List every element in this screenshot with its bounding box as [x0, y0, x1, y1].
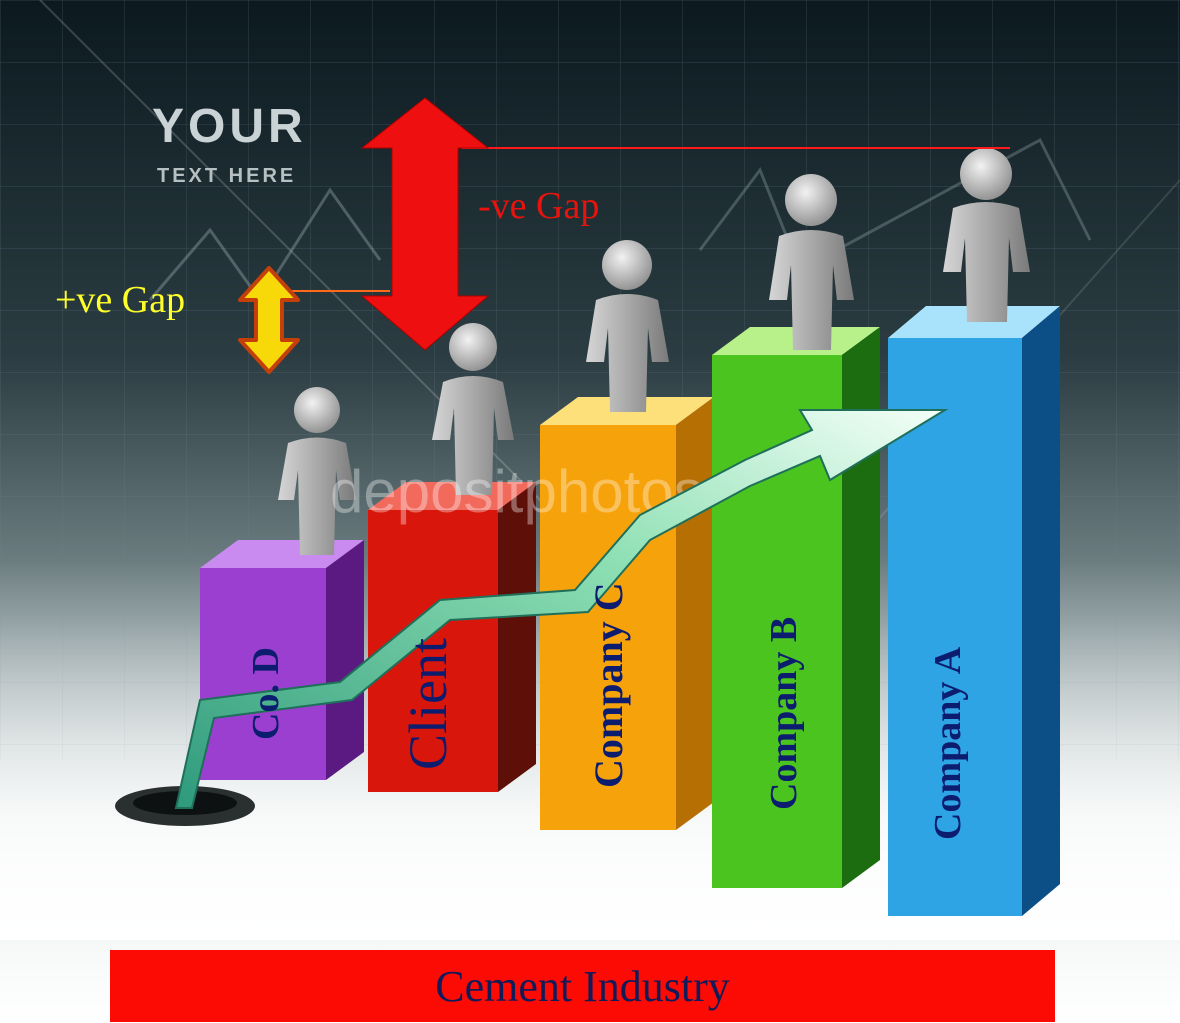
bar-label-company-c: Company C [586, 582, 631, 788]
person-figure-company-a [943, 148, 1030, 322]
logo-title: YOUR [152, 100, 307, 153]
trend-arrow [115, 409, 949, 826]
bar-label-company-a: Company A [927, 646, 969, 840]
person-figure-co-d [278, 387, 356, 555]
bar-company-c [540, 397, 714, 830]
footer-title: Cement Industry [435, 961, 730, 1011]
person-figure-company-c [586, 240, 669, 412]
bar-label-client: Client [398, 638, 458, 770]
bar-label-company-b: Company B [763, 617, 805, 810]
footer-banner: Cement Industry [110, 950, 1055, 1022]
positive-gap-label: +ve Gap [55, 279, 185, 321]
logo-subtitle: TEXT HERE [157, 165, 296, 187]
negative-gap-label: -ve Gap [478, 185, 599, 227]
positive-gap-arrow [238, 266, 300, 374]
bar-label-co-d: Co. D [245, 647, 287, 740]
negative-gap-arrow [360, 97, 490, 351]
bar-company-a [888, 306, 1060, 916]
person-figure-company-b [769, 174, 854, 350]
person-figure-client [432, 323, 514, 495]
